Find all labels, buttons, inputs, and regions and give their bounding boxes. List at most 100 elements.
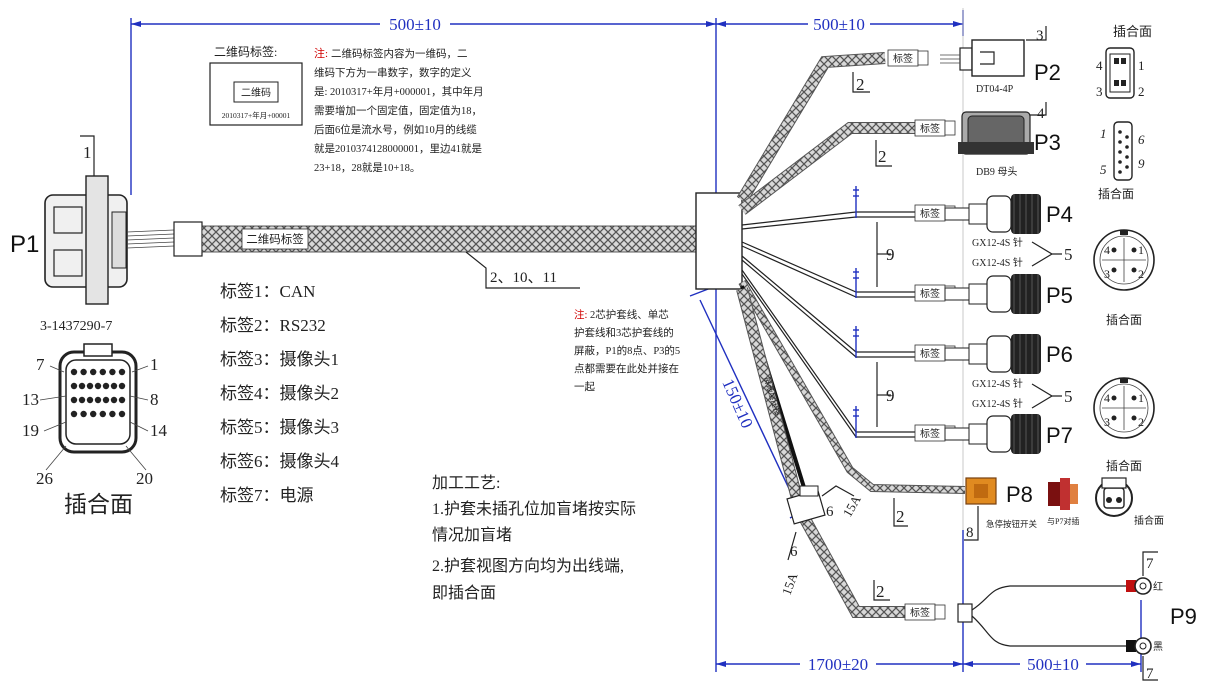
p8-connector: P8 急停按钮开关 与P7对插 8 插合面 <box>964 477 1164 541</box>
process-notes: 加工工艺: 1.护套未插孔位加盲堵按实际 情况加盲堵 2.护套视图方向均为出线端… <box>432 474 636 602</box>
p9-name: P9 <box>1170 604 1197 629</box>
face-gx2-pin: 1 <box>1138 391 1144 405</box>
p1-pin-label-14: 14 <box>150 421 168 440</box>
gx-sleeve <box>944 347 970 361</box>
face-gx1-pin: 3 <box>1104 267 1110 281</box>
labels-list: 标签1：CAN 标签2：RS232 标签3：摄像头1 标签4：摄像头2 标签5：… <box>220 282 339 505</box>
p6-name: P6 <box>1046 342 1073 367</box>
p1-pin-label-19: 19 <box>22 421 39 440</box>
p3-name: P3 <box>1034 130 1061 155</box>
callout-2: 2 <box>896 507 905 526</box>
qr-inner: 二维码 <box>241 86 271 99</box>
p2-sub: DT04-4P <box>976 84 1014 95</box>
face-p2-pin: 2 <box>1138 84 1145 99</box>
gx-sleeve <box>944 427 970 441</box>
label-item: 标签2：RS232 <box>220 316 326 335</box>
p1-name: P1 <box>10 231 39 258</box>
note-mid: 注: 2芯护套线、单芯 护套线和3芯护套线的 屏蔽，P1的8点、P3的5 点都需… <box>574 308 680 393</box>
face-p2-pin: 3 <box>1096 84 1103 99</box>
top-dimension: 500±10 500±10 <box>130 10 964 195</box>
p1-pin-dot <box>109 410 116 418</box>
p1-pin-label-20: 20 <box>136 469 153 488</box>
process-line: 2.护套视图方向均为出线端, <box>432 557 624 575</box>
bottom-dimension: 1700±20 500±10 <box>715 200 1142 674</box>
p1-pin-dot <box>118 368 126 376</box>
tag-text: 标签 <box>910 606 930 619</box>
note-top-line: 就是2010374128000001，里边41就是 <box>314 142 482 155</box>
callout-9: 9 <box>886 386 895 405</box>
callouts-2: 2 2 2 2 <box>852 72 908 601</box>
dim-top-left: 500±10 <box>389 15 441 34</box>
p1-pin-dot <box>78 382 86 390</box>
callout-9: 9 <box>886 245 895 264</box>
face-gx1-pin: 4 <box>1104 243 1110 257</box>
p1-pin-label-26: 26 <box>36 469 53 488</box>
face-gx1-pin: 1 <box>1138 243 1144 257</box>
p9-callout-top: 7 <box>1146 556 1154 572</box>
note-top-line: 23+18，28就是10+18。 <box>314 161 420 174</box>
p4-sub: GX12-4S 针 <box>972 236 1023 249</box>
p3-sub: DB9 母头 <box>976 166 1017 178</box>
p1-pin-dot <box>118 396 126 404</box>
note-top-line: 后面6位是流水号，例如10月的线缆 <box>314 123 477 136</box>
p8-sub: 急停按钮开关 <box>986 519 1038 529</box>
face-p2: 插合面 4 1 3 2 <box>1096 24 1152 99</box>
gx-body <box>986 335 1012 373</box>
note-top-prefix: 注: <box>314 46 328 60</box>
qr-bottom: 2010317+年月+00001 <box>222 110 291 120</box>
dim-diag: 150±10 <box>718 376 756 431</box>
p1-pin-dot <box>80 368 87 376</box>
label-item: 标签7：电源 <box>220 486 314 505</box>
note-mid-line: 2芯护套线、单芯 <box>590 308 669 321</box>
callout-6: 6 <box>826 504 834 520</box>
p1-pin-dot <box>86 396 94 404</box>
tag-text: 标签 <box>920 287 940 300</box>
p1-pin-dot <box>102 382 110 390</box>
face-gx2-pin: 4 <box>1104 391 1110 405</box>
p1-pin-dot <box>118 382 126 390</box>
process-line: 即插合面 <box>432 584 496 602</box>
process-line: 情况加盲堵 <box>432 526 512 544</box>
p8-callout: 8 <box>966 525 974 541</box>
p1-pin-label-7: 7 <box>36 355 45 374</box>
label-item: 标签5：摄像头3 <box>220 418 339 437</box>
note-top-line: 维码下方为一串数字，数字的定义 <box>314 66 472 79</box>
p2-name: P2 <box>1034 60 1061 85</box>
p5-name: P5 <box>1046 283 1073 308</box>
callout-6: 6 <box>790 544 798 560</box>
face-p3-pin: 6 <box>1138 132 1145 147</box>
dim-top-right: 500±10 <box>813 15 865 34</box>
face-p3-pin: 9 <box>1138 156 1145 171</box>
gx-sleeve <box>944 287 970 301</box>
p9-connector: 红 黑 P9 7 7 <box>957 551 1197 682</box>
face-gx2-pin: 2 <box>1138 415 1144 429</box>
tag-text: 标签 <box>920 207 940 220</box>
gx-body <box>986 275 1012 313</box>
face-p2-pin: 4 <box>1096 58 1103 73</box>
tag-sleeve <box>934 604 946 620</box>
gx-sleeve <box>944 207 970 221</box>
p1-pin-dot <box>70 368 78 376</box>
p6-sub: GX12-4S 针 <box>972 377 1023 390</box>
face-gx-1: 4 1 3 2 插合面 <box>1093 229 1155 327</box>
gx-body <box>986 195 1012 233</box>
p2-callout: 3 <box>1036 28 1044 44</box>
p1-pin-dot <box>70 410 78 418</box>
face-p2-pin: 1 <box>1138 58 1145 73</box>
main-cable-label: 二维码标签 <box>246 232 304 246</box>
callout-5: 5 <box>1064 387 1073 406</box>
p1-pin-dot <box>110 396 118 404</box>
tag-text: 标签 <box>920 427 940 440</box>
main-cable: 二维码标签 2、10、11 <box>173 192 743 290</box>
note-top-line: 二维码标签内容为一维码，二 <box>331 47 468 60</box>
p1-pin-dot <box>110 382 118 390</box>
label-item: 标签3：摄像头1 <box>220 350 339 369</box>
p1-pin-dot <box>118 410 126 418</box>
p7-name: P7 <box>1046 423 1073 448</box>
p1-pin-label-1: 1 <box>150 355 159 374</box>
p1-face-view: 7 1 13 8 19 14 26 20 插合面 <box>22 343 168 517</box>
p5-sub: GX12-4S 针 <box>972 256 1023 269</box>
p8-face-label: 插合面 <box>1134 514 1164 527</box>
